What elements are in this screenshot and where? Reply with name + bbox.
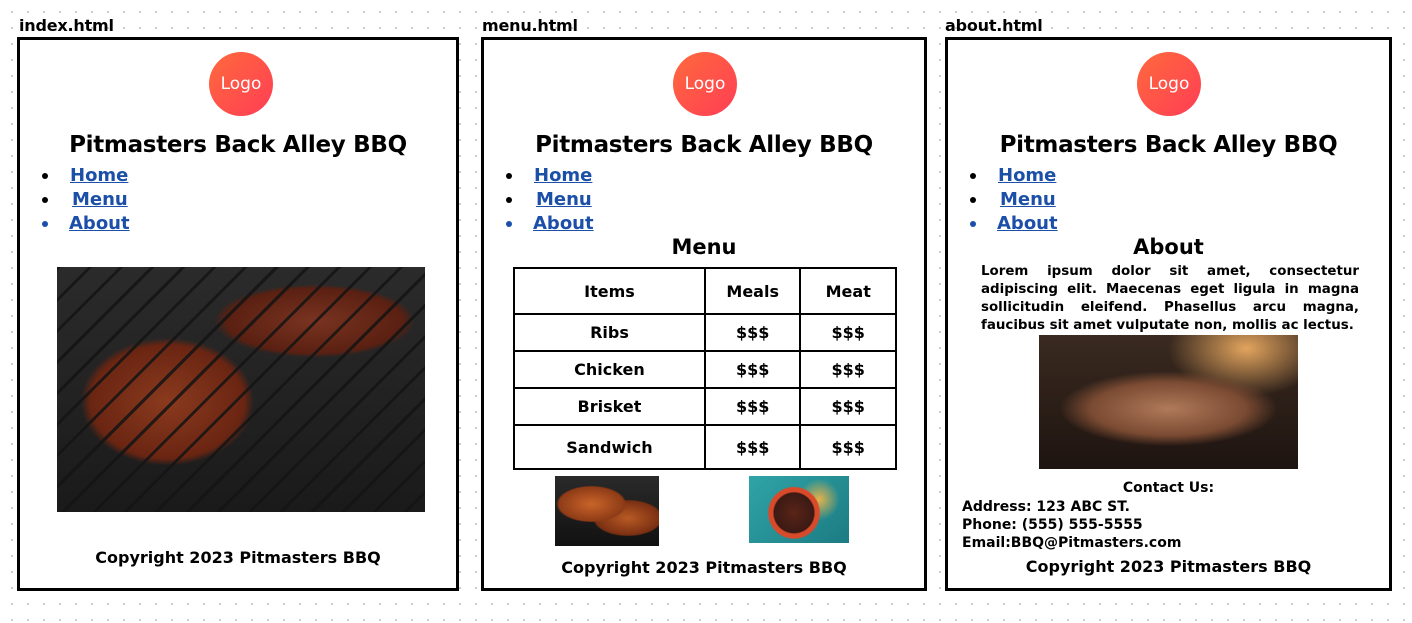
column-header-meat: Meat [799,267,897,315]
about-page-label: about.html [945,16,1043,35]
bullet-icon [970,173,976,179]
site-title: Pitmasters Back Alley BBQ [999,132,1338,158]
table-row: Brisket $$$ $$$ [513,387,897,426]
nav-link-menu[interactable]: Menu [72,189,128,210]
contact-address: Address: 123 ABC ST. [962,499,1130,515]
nav-link-about[interactable]: About [533,213,594,234]
menu-page-label: menu.html [482,16,578,35]
table-cell: Brisket [513,387,706,426]
bullet-icon [506,197,512,203]
skewers-photo [1039,335,1298,469]
table-cell: Ribs [513,313,706,352]
platter-photo [749,476,849,543]
contact-email[interactable]: Email:BBQ@Pitmasters.com [962,535,1182,551]
bullet-icon [42,173,48,179]
menu-wireframe: Logo Pitmasters Back Alley BBQ Home Menu… [481,37,927,591]
table-cell: $$$ [799,387,897,426]
table-cell: $$$ [703,350,802,389]
bullet-icon [506,173,512,179]
table-cell: $$$ [703,313,802,352]
chicken-photo [555,476,659,546]
nav-link-home[interactable]: Home [534,165,593,186]
copyright: Copyright 2023 Pitmasters BBQ [1025,557,1312,576]
table-header-row: Items Meals Meat [513,267,897,315]
contact-heading: Contact Us: [1122,480,1215,496]
menu-heading: Menu [671,235,737,259]
nav-link-menu[interactable]: Menu [536,189,592,210]
nav-link-about[interactable]: About [69,213,130,234]
about-wireframe: Logo Pitmasters Back Alley BBQ Home Menu… [945,37,1392,591]
bullet-icon [970,221,976,227]
table-row: Sandwich $$$ $$$ [513,424,897,470]
logo[interactable]: Logo [673,52,737,116]
nav-link-home[interactable]: Home [70,165,129,186]
nav-link-about[interactable]: About [997,213,1058,234]
site-title: Pitmasters Back Alley BBQ [535,132,873,158]
ribs-photo [57,267,425,512]
index-page-label: index.html [19,16,114,35]
index-wireframe: Logo Pitmasters Back Alley BBQ Home Menu… [17,37,459,591]
table-row: Chicken $$$ $$$ [513,350,897,389]
table-cell: $$$ [703,387,802,426]
table-row: Ribs $$$ $$$ [513,313,897,352]
column-header-meals: Meals [703,267,802,315]
copyright: Copyright 2023 Pitmasters BBQ [561,558,847,577]
column-header-items: Items [513,267,706,315]
nav-link-home[interactable]: Home [998,165,1057,186]
table-cell: $$$ [799,350,897,389]
bullet-icon [42,221,48,227]
table-cell: Sandwich [513,424,706,470]
table-cell: Chicken [513,350,706,389]
table-cell: $$$ [703,424,802,470]
nav-link-menu[interactable]: Menu [1000,189,1056,210]
logo[interactable]: Logo [209,52,273,116]
copyright: Copyright 2023 Pitmasters BBQ [95,548,381,567]
about-body-text: Lorem ipsum dolor sit amet, consectetur … [981,264,1359,333]
contact-phone: Phone: (555) 555-5555 [962,517,1143,533]
bullet-icon [970,197,976,203]
bullet-icon [506,221,512,227]
menu-table: Items Meals Meat Ribs $$$ $$$ Chicken $$… [513,267,897,470]
bullet-icon [42,197,48,203]
site-title: Pitmasters Back Alley BBQ [69,132,407,158]
contact-info: Address: 123 ABC ST. Phone: (555) 555-55… [962,498,1181,552]
table-cell: $$$ [799,424,897,470]
logo[interactable]: Logo [1137,52,1201,116]
about-heading: About [1133,235,1204,259]
table-cell: $$$ [799,313,897,352]
